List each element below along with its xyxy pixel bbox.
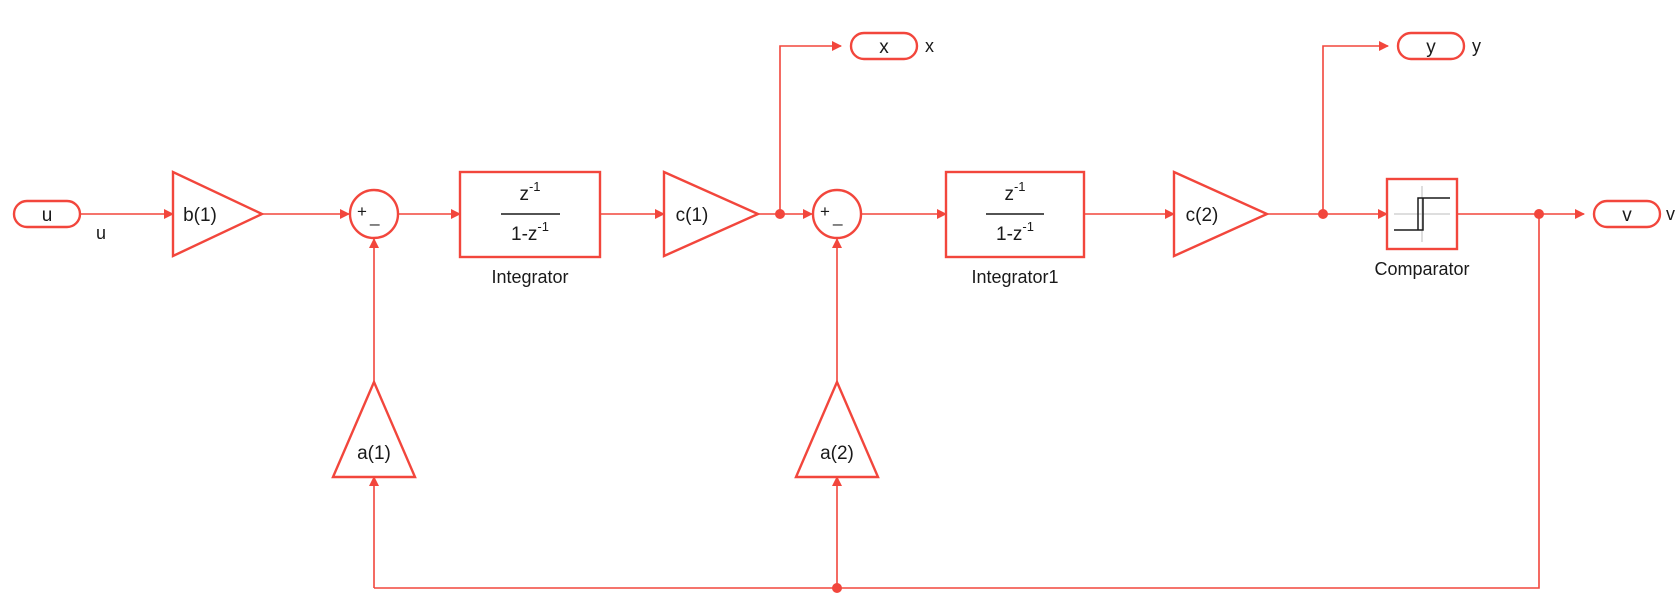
sum1-minus-sign: _ bbox=[369, 207, 380, 226]
hysteresis-relay-icon bbox=[1394, 186, 1450, 242]
signal-wires bbox=[80, 41, 1585, 589]
gain-c1-label: c(1) bbox=[676, 205, 709, 226]
outport-x-label: x bbox=[879, 37, 889, 58]
gain-block-c1[interactable]: c(1) bbox=[662, 170, 761, 258]
branch-points bbox=[775, 209, 1544, 593]
inport-u-label: u bbox=[42, 205, 53, 226]
signal-name-x: x bbox=[925, 36, 934, 56]
outport-v-label: v bbox=[1622, 205, 1632, 226]
branch-point-feedback bbox=[832, 583, 842, 593]
gain-block-b1[interactable]: b(1) bbox=[171, 170, 265, 258]
branch-point-x bbox=[775, 209, 785, 219]
integrator-name: Integrator bbox=[491, 267, 568, 287]
branch-point-y bbox=[1318, 209, 1328, 219]
sum2-minus-sign: _ bbox=[832, 207, 843, 226]
signal-name-u: u bbox=[96, 223, 106, 243]
gain-block-c2[interactable]: c(2) bbox=[1172, 170, 1270, 258]
outport-y[interactable]: y bbox=[1396, 31, 1466, 61]
integrator-numerator: z-1 bbox=[519, 179, 540, 205]
signal-name-v: v bbox=[1666, 204, 1675, 224]
integrator-denominator: 1-z-1 bbox=[511, 219, 549, 245]
sum-block-2[interactable]: + _ bbox=[811, 188, 863, 240]
sum1-plus-sign: + bbox=[357, 202, 367, 221]
gain-b1-label: b(1) bbox=[183, 205, 217, 226]
comparator-name: Comparator bbox=[1374, 259, 1469, 279]
gain-c2-label: c(2) bbox=[1186, 205, 1219, 226]
gain-a2-label: a(2) bbox=[820, 443, 854, 464]
gain-block-a1[interactable]: a(1) bbox=[331, 378, 417, 479]
outport-y-label: y bbox=[1426, 37, 1436, 58]
integrator1-denominator: 1-z-1 bbox=[996, 219, 1034, 245]
integrator1-name: Integrator1 bbox=[971, 267, 1058, 287]
integrator1-block[interactable]: z-1 1-z-1 bbox=[944, 170, 1086, 259]
sum2-plus-sign: + bbox=[820, 202, 830, 221]
branch-point-v bbox=[1534, 209, 1544, 219]
signal-name-y: y bbox=[1472, 36, 1481, 56]
sum-block-1[interactable]: + _ bbox=[348, 188, 400, 240]
inport-u[interactable]: u bbox=[12, 199, 82, 229]
wire-feedback-bus[interactable] bbox=[374, 214, 1540, 589]
outport-x[interactable]: x bbox=[849, 31, 919, 61]
integrator-block[interactable]: z-1 1-z-1 bbox=[458, 170, 602, 259]
wire-branch-to-y[interactable] bbox=[1322, 41, 1389, 214]
wire-branch-to-x[interactable] bbox=[779, 41, 842, 214]
integrator1-numerator: z-1 bbox=[1004, 179, 1025, 205]
gain-block-a2[interactable]: a(2) bbox=[794, 378, 880, 479]
gain-a1-label: a(1) bbox=[357, 443, 391, 464]
outport-v[interactable]: v bbox=[1592, 199, 1662, 229]
comparator-block[interactable] bbox=[1385, 177, 1459, 251]
